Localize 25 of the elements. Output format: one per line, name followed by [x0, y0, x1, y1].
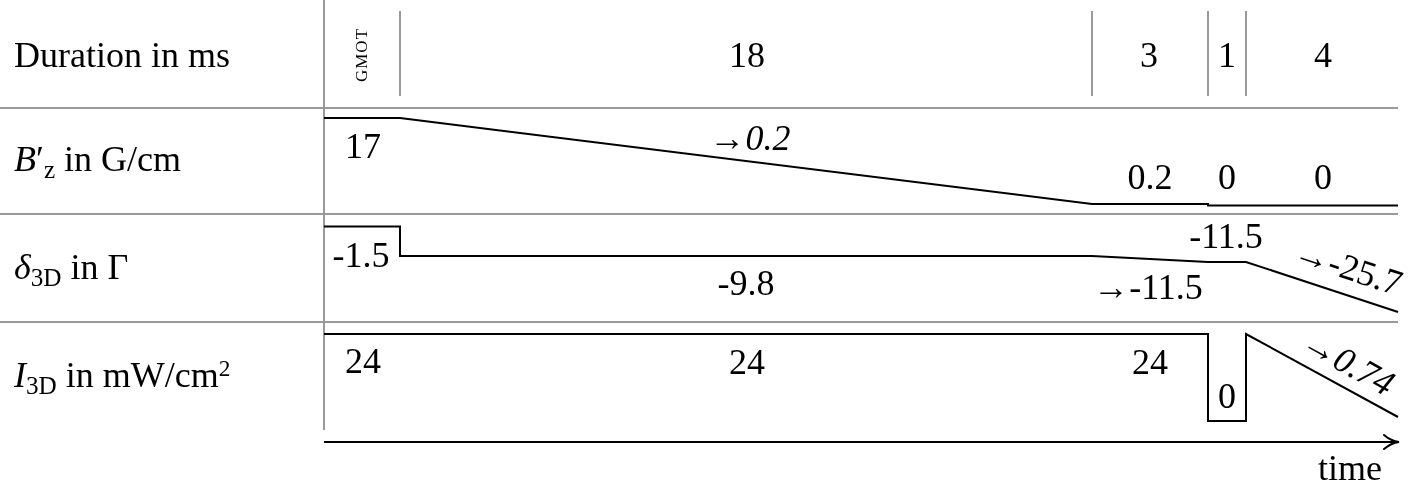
value-label: 17	[345, 127, 381, 167]
value-label: 0	[1218, 158, 1236, 198]
duration-value: 18	[729, 36, 765, 76]
value-label: 24	[729, 343, 765, 383]
value-label: -1.5	[332, 236, 390, 276]
duration-value: 1	[1218, 36, 1236, 76]
value-label: -9.8	[717, 264, 775, 304]
duration-value: 4	[1314, 36, 1332, 76]
phase-label: GMOT	[352, 27, 372, 83]
value-label: -11.5	[1189, 217, 1263, 257]
ramp-target-label: →-25.7	[1289, 232, 1407, 304]
row-header: δ$_{3D}$ in Γ	[14, 248, 129, 288]
row-header: Duration in ms	[14, 36, 230, 76]
value-label: 0.2	[1127, 158, 1173, 198]
duration-value: 3	[1140, 36, 1158, 76]
row-header: B′$_{z}$ in G/cm	[14, 140, 182, 180]
value-label: 0	[1218, 377, 1236, 417]
axis-label: time	[1318, 449, 1382, 489]
value-label: 0	[1314, 158, 1332, 198]
value-label: 24	[1132, 343, 1168, 383]
ramp-target-label: →-11.5	[1093, 268, 1203, 308]
ramp-target-label: →0.2	[709, 119, 791, 159]
value-label: 24	[345, 342, 381, 382]
ramp-target-label: →0.74	[1295, 321, 1401, 405]
row-header: I$_{3D}$ in mW/cm$^{2}$	[14, 356, 231, 396]
